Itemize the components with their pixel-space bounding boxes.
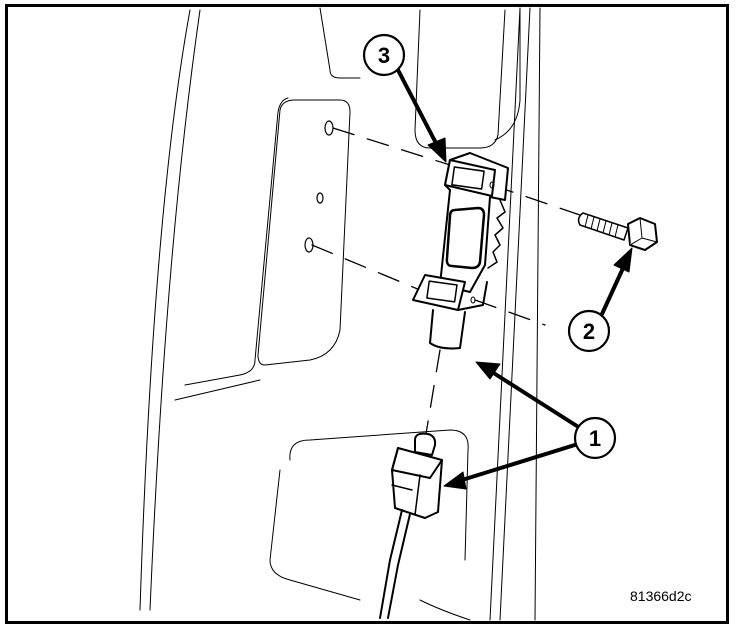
mounting-holes bbox=[304, 120, 334, 253]
leader-arrows bbox=[396, 68, 633, 490]
impact-sensor bbox=[412, 152, 509, 350]
figure-frame bbox=[5, 4, 729, 624]
callout-1: 1 bbox=[573, 416, 617, 460]
wiring-connector bbox=[379, 432, 443, 619]
callout-3: 3 bbox=[362, 33, 406, 77]
callout-3-label: 3 bbox=[378, 43, 390, 68]
figure-id: 81366d2c bbox=[630, 588, 692, 604]
callout-2-label: 2 bbox=[583, 319, 595, 344]
body-panel bbox=[139, 7, 541, 621]
callout-2: 2 bbox=[567, 309, 611, 353]
callout-1-label: 1 bbox=[589, 426, 601, 451]
mounting-bolt bbox=[577, 212, 658, 251]
